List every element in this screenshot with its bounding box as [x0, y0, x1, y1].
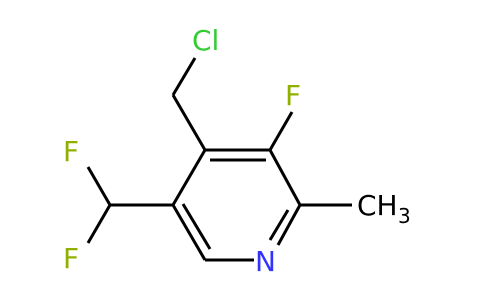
- bond-ch2-cl: [171, 57, 197, 96]
- bond-c6-c5-inner: [181, 203, 212, 250]
- methyl-label: CH 3: [357, 189, 411, 228]
- bond-chf2-f-upper: [86, 166, 112, 206]
- methyl-ch-label: CH: [357, 189, 398, 222]
- bond-c6-c5: [171, 204, 207, 261]
- bond-c2-n-inner: [268, 209, 290, 241]
- bond-c4-ch2: [171, 94, 207, 151]
- bond-c3-c2: [268, 149, 302, 206]
- bond-c5-c4: [171, 149, 207, 206]
- methyl-subscript: 3: [398, 204, 411, 228]
- bond-c3-f: [268, 111, 294, 151]
- difluoromethyl-fluorine-upper-label: F: [63, 135, 79, 168]
- difluoromethyl-fluorine-lower-label: F: [63, 242, 79, 275]
- chlorine-label: Cl: [192, 24, 219, 57]
- ring-fluorine-label: F: [285, 79, 301, 112]
- bond-c2-n: [276, 204, 302, 246]
- bond-chf2-f-lower: [86, 204, 112, 244]
- nitrogen-label: N: [255, 245, 276, 278]
